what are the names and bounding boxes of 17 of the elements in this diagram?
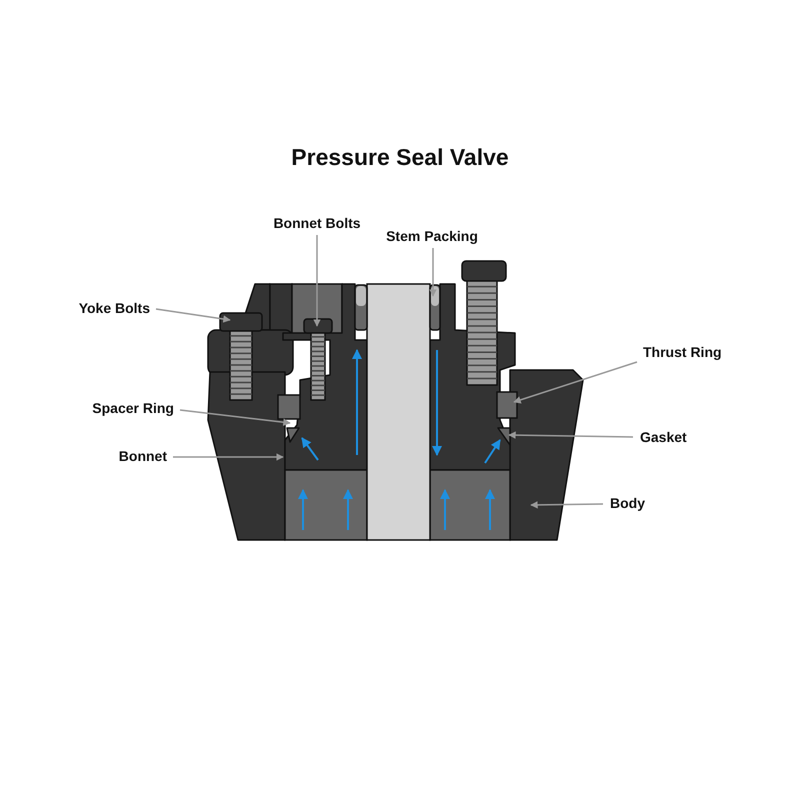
part-label: Stem Packing [386, 228, 478, 245]
title: Pressure Seal Valve [291, 144, 509, 171]
part-label: Thrust Ring [643, 344, 722, 361]
leader-line [180, 409, 291, 426]
leader-line [513, 361, 638, 404]
leader-line [313, 235, 321, 327]
leader-line [429, 248, 437, 297]
leader-line [173, 453, 284, 461]
part-label: Spacer Ring [92, 400, 174, 417]
leader-line [530, 501, 604, 509]
part-label: Body [610, 495, 645, 512]
leader-line [508, 431, 634, 439]
leader-line [156, 308, 231, 323]
part-label: Bonnet [118, 448, 167, 465]
part-label: Yoke Bolts [78, 300, 150, 317]
part-label: Gasket [640, 429, 687, 446]
part-label: Bonnet Bolts [273, 215, 361, 232]
